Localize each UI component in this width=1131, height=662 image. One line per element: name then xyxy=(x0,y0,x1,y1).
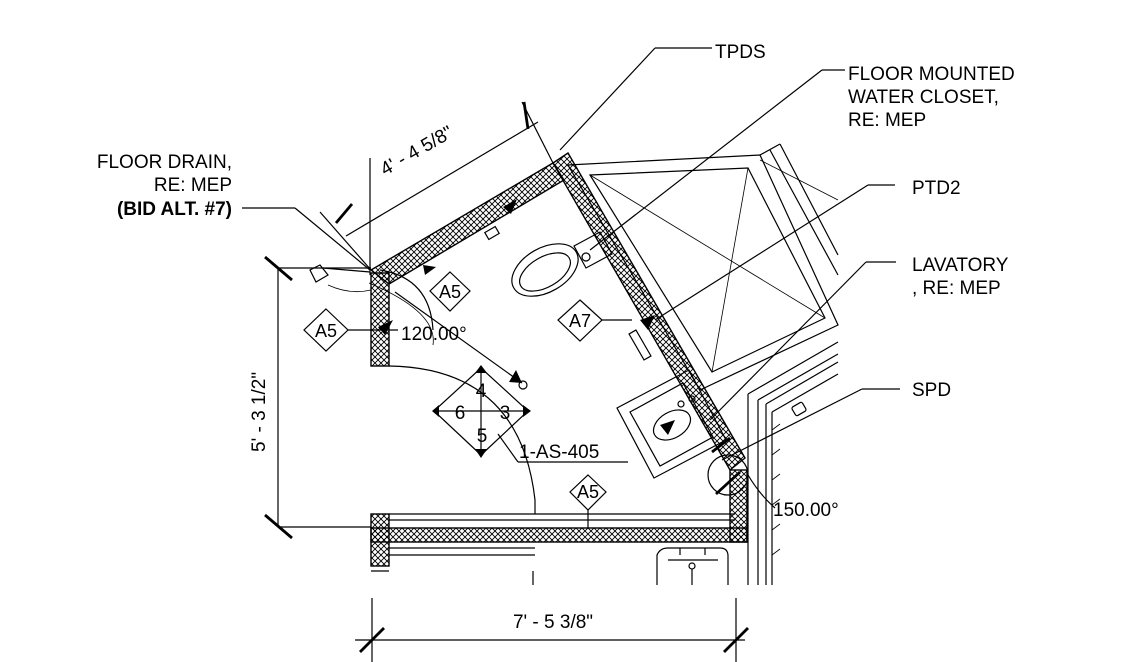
svg-text:A5: A5 xyxy=(439,282,461,302)
shaft-walls xyxy=(566,143,839,585)
svg-text:A5: A5 xyxy=(315,321,337,341)
elevation-marker-top: 4 xyxy=(476,381,487,402)
lower-fixture xyxy=(656,547,729,585)
lavatory-label-line2: , RE: MEP xyxy=(912,278,1001,299)
water-closet-label-line1: FLOOR MOUNTED xyxy=(848,64,1015,85)
tag-a7: A7 xyxy=(557,299,603,342)
angle-indicators xyxy=(369,158,776,509)
floor-drain-label-line1: FLOOR DRAIN, xyxy=(97,152,232,173)
water-closet-label-line3: RE: MEP xyxy=(848,110,926,131)
left-height-dimension: 5' - 3 1/2" xyxy=(249,372,270,452)
water-closet xyxy=(483,225,613,297)
svg-text:A7: A7 xyxy=(569,311,591,331)
angle-left-label: 120.00° xyxy=(401,324,467,345)
tag-a5-left: A5 xyxy=(303,308,349,352)
ptd2-label: PTD2 xyxy=(912,178,961,199)
tpds-label: TPDS xyxy=(715,42,766,63)
elevation-marker-bottom: 5 xyxy=(477,426,488,447)
floor-drain-label-line2: RE: MEP xyxy=(154,175,232,196)
angle-right-label: 150.00° xyxy=(773,500,839,521)
elevation-marker: 4 6 3 5 xyxy=(432,365,531,458)
elevation-marker-right: 3 xyxy=(500,403,511,424)
svg-text:A5: A5 xyxy=(577,482,599,502)
elevation-marker-left: 6 xyxy=(455,403,466,424)
tag-a5-bottom: A5 xyxy=(569,474,607,511)
bottom-width-dimension: 7' - 5 3/8" xyxy=(513,612,593,633)
lavatory xyxy=(616,329,727,479)
dimensions xyxy=(264,101,749,662)
walls xyxy=(369,152,748,572)
door-swings xyxy=(368,282,536,585)
leaders xyxy=(242,47,900,463)
water-closet-label-line2: WATER CLOSET, xyxy=(848,87,999,108)
tag-a5-upper: A5 xyxy=(429,271,471,312)
leader-arrows xyxy=(378,199,675,435)
lavatory-label-line1: LAVATORY xyxy=(912,255,1009,276)
elevation-reference-label: 1-AS-405 xyxy=(519,442,599,463)
top-wall-dimension: 4' - 4 5/8" xyxy=(377,122,457,180)
spd-label: SPD xyxy=(912,380,951,401)
bid-alt-label: (BID ALT. #7) xyxy=(117,199,232,220)
